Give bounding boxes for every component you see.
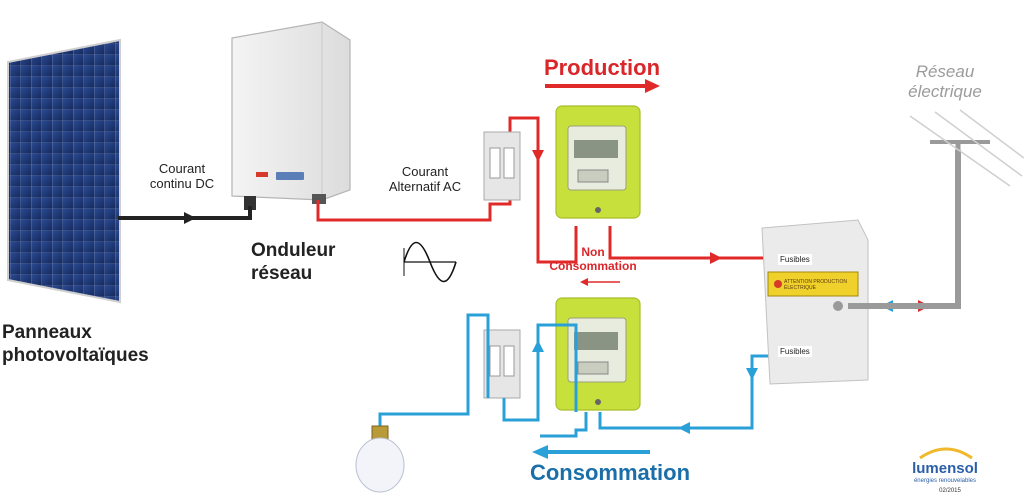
production-meter [555,105,641,219]
light-bulb-icon [355,425,405,493]
inverter-device [231,21,351,210]
sine-wave-icon [403,241,457,283]
brand-tagline: énergies renouvelables [913,478,977,484]
consumption-arrow [532,445,650,459]
dc-label: Courant continu DC [149,161,215,191]
inverter-label: Onduleur réseau [251,240,336,284]
solar-panel [7,38,121,304]
panels-label: Panneaux photovoltaïques [2,322,149,366]
consumption-title: Consommation [529,460,691,485]
non-consumption-arrow [580,278,620,286]
brand-date: 02/2015 [939,488,961,494]
lumensol-logo-icon [919,447,973,460]
warning-sticker-text: ATTENTION PRODUCTION ÉLECTRIQUE [784,279,847,291]
non-consumption-label: Non Consommation [549,245,637,273]
fuse-label-bottom: Fusibles [778,346,812,357]
breaker-bottom [483,329,521,399]
dc-wire [118,206,252,224]
power-pole-icon [909,109,1024,306]
production-title: Production [543,55,661,80]
production-arrow [545,79,660,93]
consumption-meter [555,297,641,411]
ac-label: Courant Alternatif AC [388,164,462,194]
grid-label: Réseau électrique [908,62,982,101]
fuse-label-top: Fusibles [778,254,812,265]
breaker-top [483,131,521,201]
junction-box [761,219,869,385]
brand-name: lumensol [912,460,978,477]
